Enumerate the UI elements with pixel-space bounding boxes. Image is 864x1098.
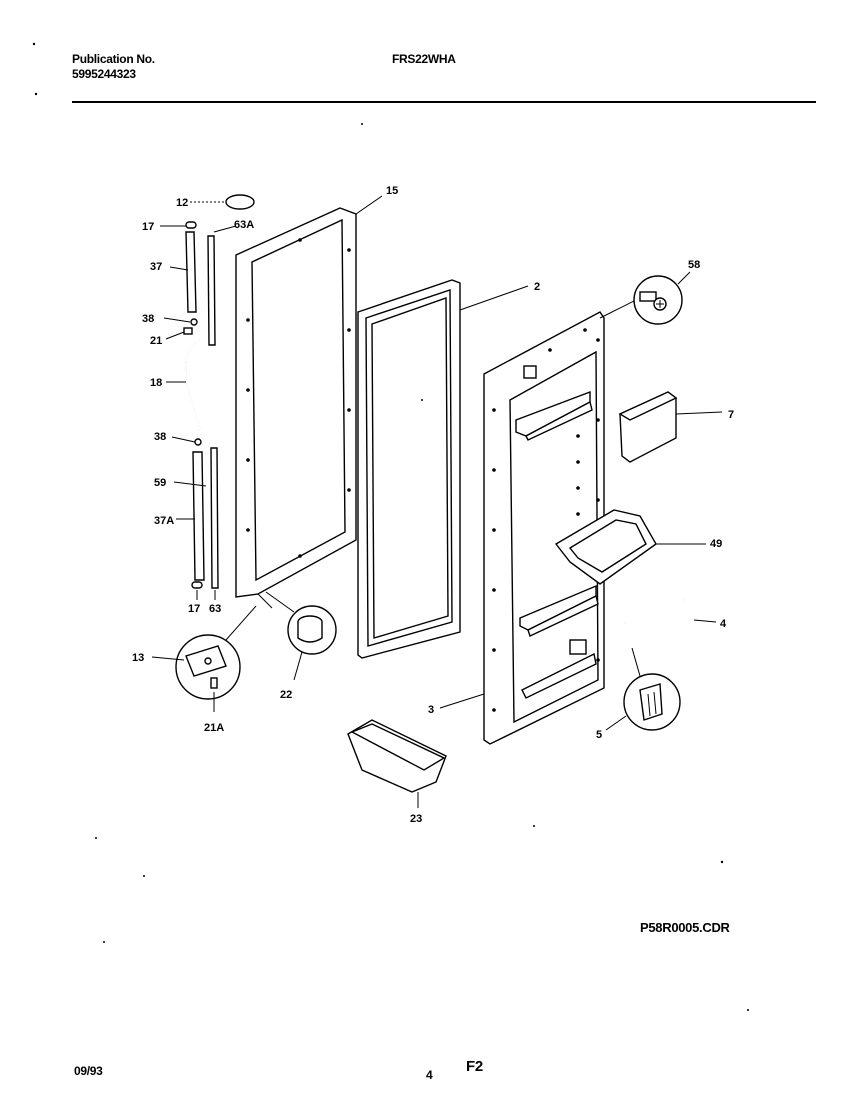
callout-17-top: 17 — [142, 221, 154, 233]
part-37a-trim — [192, 451, 205, 581]
callout-59: 59 — [154, 477, 166, 489]
callout-37a: 37A — [154, 515, 174, 527]
part-63-strip — [210, 447, 219, 589]
figure-id: F2 — [466, 1058, 483, 1075]
part-12-cap — [225, 194, 255, 210]
callout-18: 18 — [150, 377, 162, 389]
revision-date: 09/93 — [74, 1064, 103, 1078]
part-37-trim — [185, 231, 197, 313]
callout-38-bottom: 38 — [154, 431, 166, 443]
callout-22: 22 — [280, 689, 292, 701]
publication-number: 5995244323 — [72, 67, 136, 81]
model-number: FRS22WHA — [392, 52, 456, 66]
part-4-retainer-bar — [623, 599, 693, 651]
callout-37: 37 — [150, 261, 162, 273]
part-38-screw-bottom — [194, 438, 202, 446]
part-63a-strip — [207, 235, 216, 346]
callout-7: 7 — [728, 409, 734, 421]
liner-shelf-bottom — [521, 652, 597, 699]
callout-49: 49 — [710, 538, 722, 550]
part-17-plug-bottom — [191, 581, 203, 589]
callout-58: 58 — [688, 259, 700, 271]
callout-21: 21 — [150, 335, 162, 347]
callout-13: 13 — [132, 652, 144, 664]
callout-17-bottom: 17 — [188, 603, 200, 615]
callout-21a: 21A — [204, 722, 224, 734]
publication-label: Publication No. — [72, 52, 155, 66]
callout-63: 63 — [209, 603, 221, 615]
header-rule — [72, 101, 816, 103]
liner-tab — [523, 365, 537, 379]
callout-5: 5 — [596, 729, 602, 741]
callout-2: 2 — [534, 281, 540, 293]
part-38-screw-top — [190, 318, 198, 326]
drawing-file-name: P58R0005.CDR — [640, 920, 730, 935]
callout-15: 15 — [386, 185, 398, 197]
callout-38-top: 38 — [142, 313, 154, 325]
callout-4: 4 — [720, 618, 727, 630]
part-21-bracket — [183, 327, 193, 335]
callout-63a: 63A — [234, 219, 254, 231]
door-frame-opening — [251, 218, 346, 582]
part-17-plug-top — [185, 221, 197, 229]
callout-12: 12 — [176, 197, 188, 209]
callout-23: 23 — [410, 813, 422, 825]
page-number: 4 — [426, 1068, 433, 1082]
callout-3: 3 — [428, 704, 434, 716]
